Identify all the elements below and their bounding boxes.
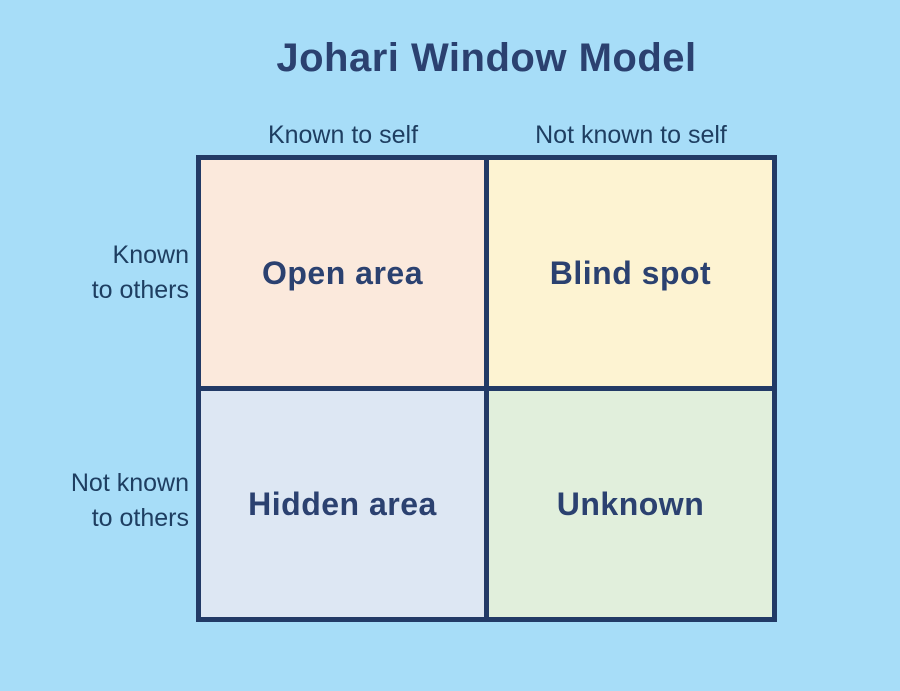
row-label-line: to others <box>91 276 189 304</box>
quadrant-open-area: Open area <box>201 160 484 386</box>
quadrant-unknown: Unknown <box>489 391 772 617</box>
row-label-known-to-others: Known to others <box>0 238 189 308</box>
quadrant-label-unknown: Unknown <box>556 485 705 522</box>
diagram-title: Johari Window Model <box>276 36 697 80</box>
johari-window-grid: Open area Blind spot Hidden area Unknown <box>196 155 777 622</box>
row-label-line: Known <box>112 241 189 269</box>
column-label-not-known-to-self: Not known to self <box>535 121 727 149</box>
column-label-known-to-self: Known to self <box>267 121 419 149</box>
quadrant-label-blind-spot: Blind spot <box>549 254 712 291</box>
quadrant-hidden-area: Hidden area <box>201 391 484 617</box>
row-label-line: Not known <box>70 469 189 497</box>
quadrant-label-open-area: Open area <box>261 254 423 291</box>
quadrant-label-hidden-area: Hidden area <box>248 485 437 522</box>
row-label-not-known-to-others: Not known to others <box>0 466 189 536</box>
row-label-line: to others <box>91 504 189 532</box>
quadrant-blind-spot: Blind spot <box>489 160 772 386</box>
